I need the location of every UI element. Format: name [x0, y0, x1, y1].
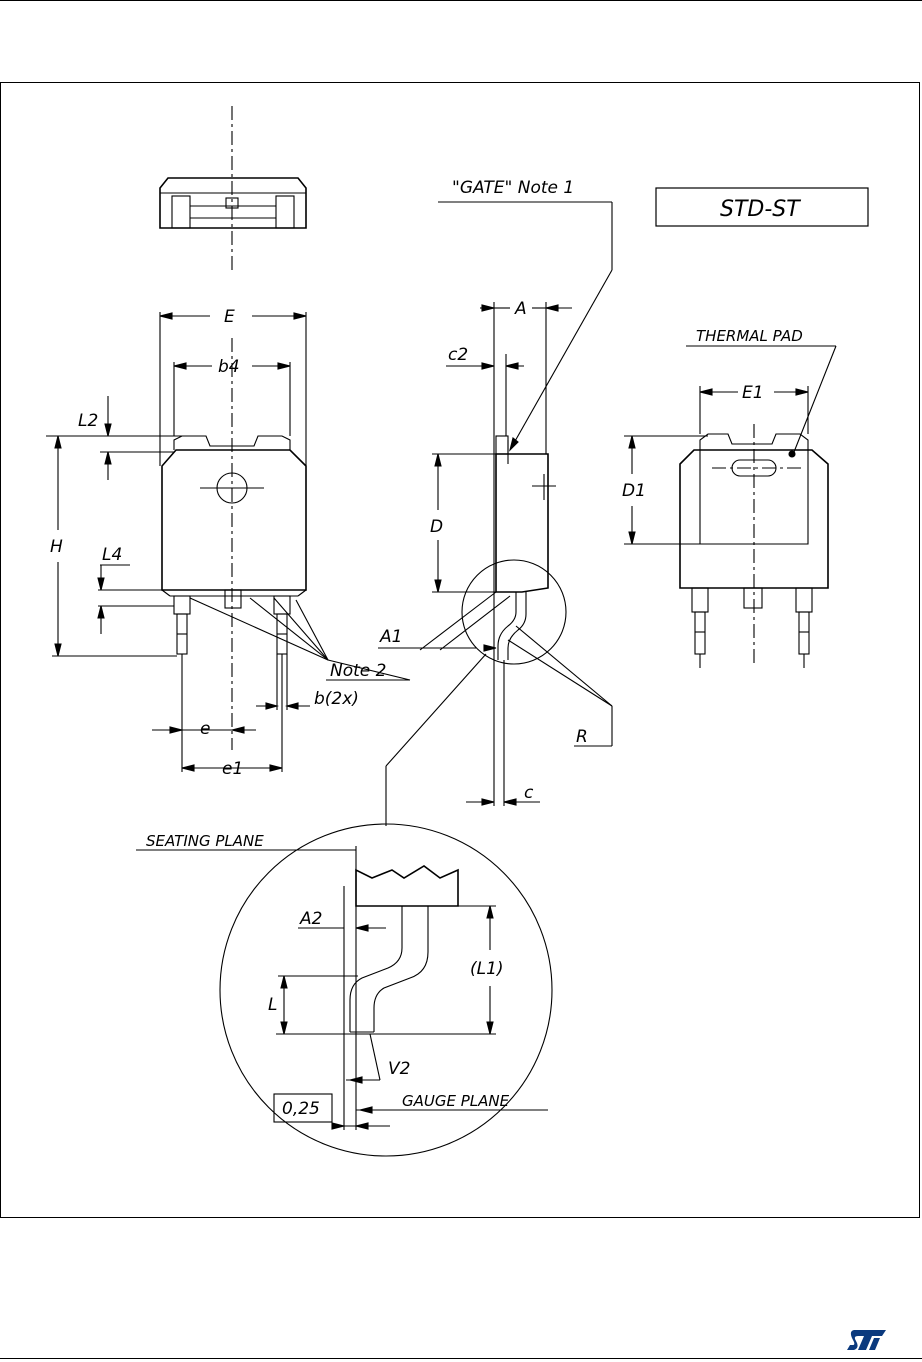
- gauge-value: 0,25: [282, 1099, 320, 1119]
- dim-L: L: [268, 995, 277, 1015]
- seating-plane-label: SEATING PLANE: [146, 832, 264, 850]
- dim-e1: e1: [222, 759, 243, 779]
- dim-V2: V2: [388, 1059, 410, 1079]
- dim-H: H: [50, 537, 63, 557]
- st-logo-icon: [847, 1330, 886, 1350]
- dim-A2: A2: [299, 909, 322, 929]
- dim-L1: (L1): [470, 959, 504, 979]
- header-rule: [0, 0, 922, 1]
- dim-D1: D1: [622, 481, 646, 501]
- gate-note-label: "GATE" Note 1: [452, 178, 574, 198]
- dim-E: E: [224, 307, 235, 327]
- dim-L2: L2: [78, 411, 98, 431]
- dim-c: c: [524, 783, 534, 803]
- dim-D: D: [430, 517, 443, 537]
- end-view: [159, 106, 307, 270]
- dim-A1: A1: [379, 627, 402, 647]
- dim-e: e: [200, 719, 210, 739]
- gauge-value-box: [273, 1093, 333, 1123]
- package-label-box: [655, 187, 869, 227]
- side-view: [378, 201, 613, 826]
- front-view: [46, 312, 411, 772]
- footer-rule: [0, 1358, 922, 1359]
- drawing-frame: [0, 82, 920, 1218]
- dim-c2: c2: [448, 345, 468, 365]
- gauge-plane-label: GAUGE PLANE: [402, 1092, 510, 1110]
- detail-view: [136, 823, 553, 1157]
- b-2x-label: b(2x): [314, 689, 359, 709]
- dim-L4: L4: [102, 545, 122, 565]
- thermal-pad-label: THERMAL PAD: [696, 327, 803, 345]
- back-view: [624, 345, 837, 668]
- dim-A: A: [514, 299, 527, 319]
- dim-b4: b4: [218, 357, 240, 377]
- package-label: STD-ST: [720, 197, 801, 222]
- dim-E1: E1: [742, 383, 764, 403]
- dim-R: R: [576, 727, 588, 747]
- note2-label: Note 2: [330, 661, 386, 681]
